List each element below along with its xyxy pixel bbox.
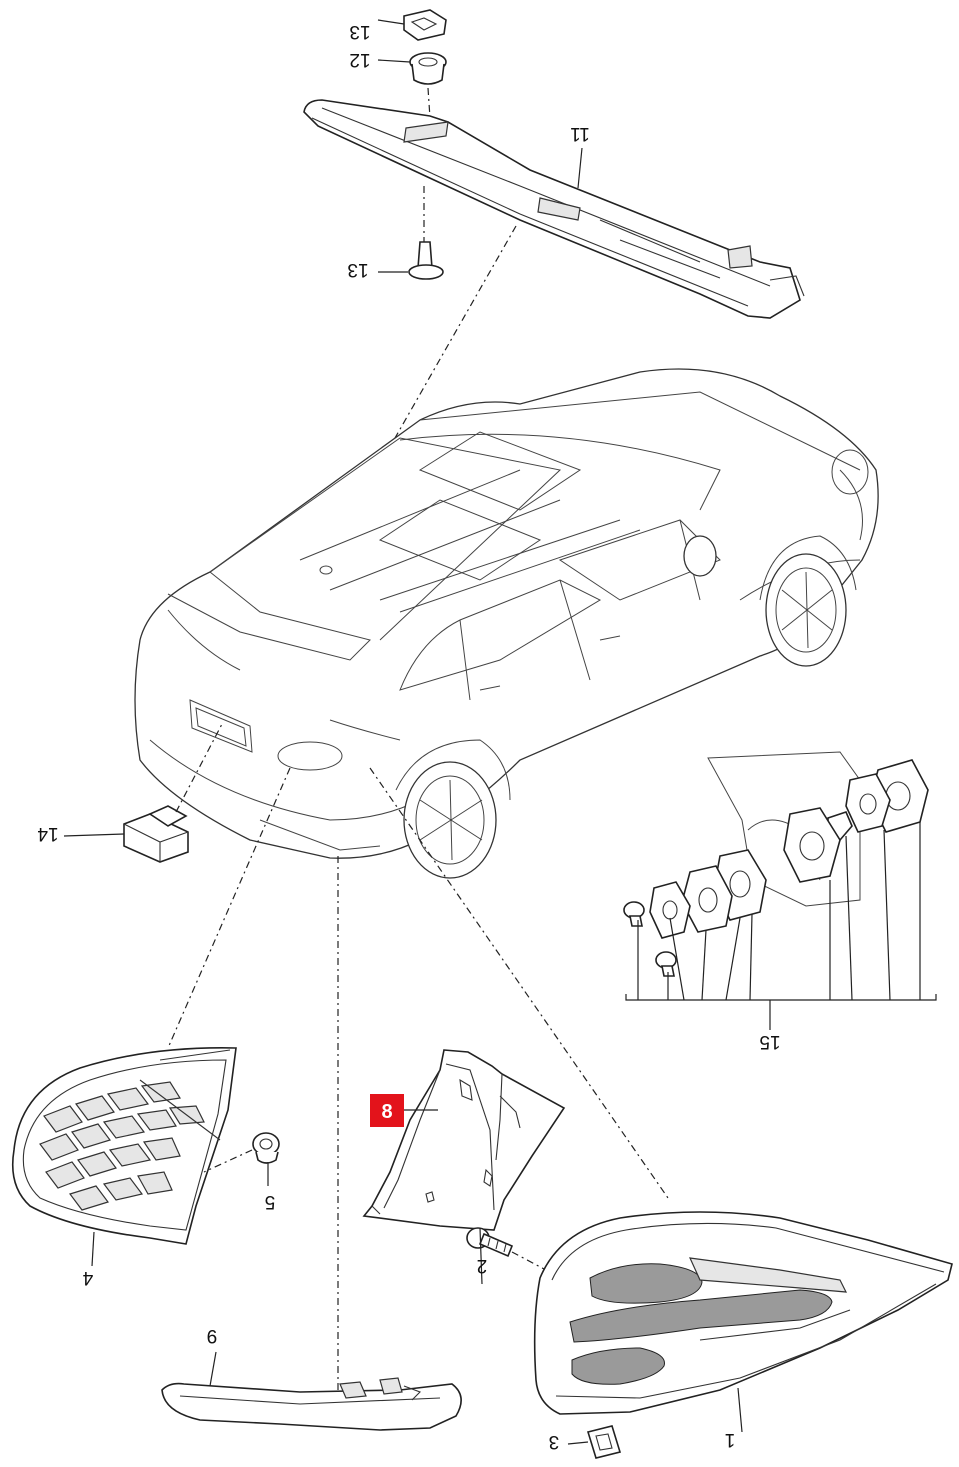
- callout-3: 3: [549, 1431, 560, 1452]
- callout-15: 15: [759, 1031, 780, 1052]
- part-8-trim-bracket[interactable]: [362, 1049, 566, 1231]
- part-13-clip-nut[interactable]: [377, 9, 447, 41]
- highlight-badge-8: 8: [370, 1094, 404, 1127]
- callout-1: 1: [725, 1429, 736, 1450]
- callout-13-top: 13: [349, 21, 370, 42]
- callout-12: 12: [349, 49, 370, 70]
- lamp-1-led-bars: [569, 1257, 851, 1385]
- part-1-outer-tail-lamp[interactable]: [533, 1211, 953, 1433]
- part-12-grommet[interactable]: [377, 52, 447, 85]
- part-14-license-plate-lamp[interactable]: [63, 805, 189, 863]
- callout-5: 5: [265, 1191, 276, 1212]
- part-13-screw[interactable]: [378, 241, 444, 280]
- part-15-gasket-set[interactable]: [623, 751, 937, 1030]
- lamp-4-led-grid: [39, 1081, 205, 1211]
- callout-14: 14: [37, 823, 59, 844]
- callout-2: 2: [477, 1255, 488, 1276]
- callout-11: 11: [570, 123, 590, 144]
- callout-8: 8: [381, 1101, 392, 1123]
- part-5-nut[interactable]: [203, 1132, 280, 1186]
- part-4-inner-tail-lamp[interactable]: [11, 1047, 237, 1267]
- callout-9: 9: [207, 1325, 218, 1346]
- part-9-reflector-strip[interactable]: [161, 1351, 462, 1431]
- callout-4: 4: [82, 1267, 93, 1288]
- vehicle-body: [134, 368, 879, 879]
- part-2-screw[interactable]: [466, 1227, 547, 1285]
- part-3-clip[interactable]: [567, 1425, 622, 1459]
- part-11-third-brake-light[interactable]: [303, 99, 805, 319]
- callout-13-mid: 13: [347, 259, 368, 280]
